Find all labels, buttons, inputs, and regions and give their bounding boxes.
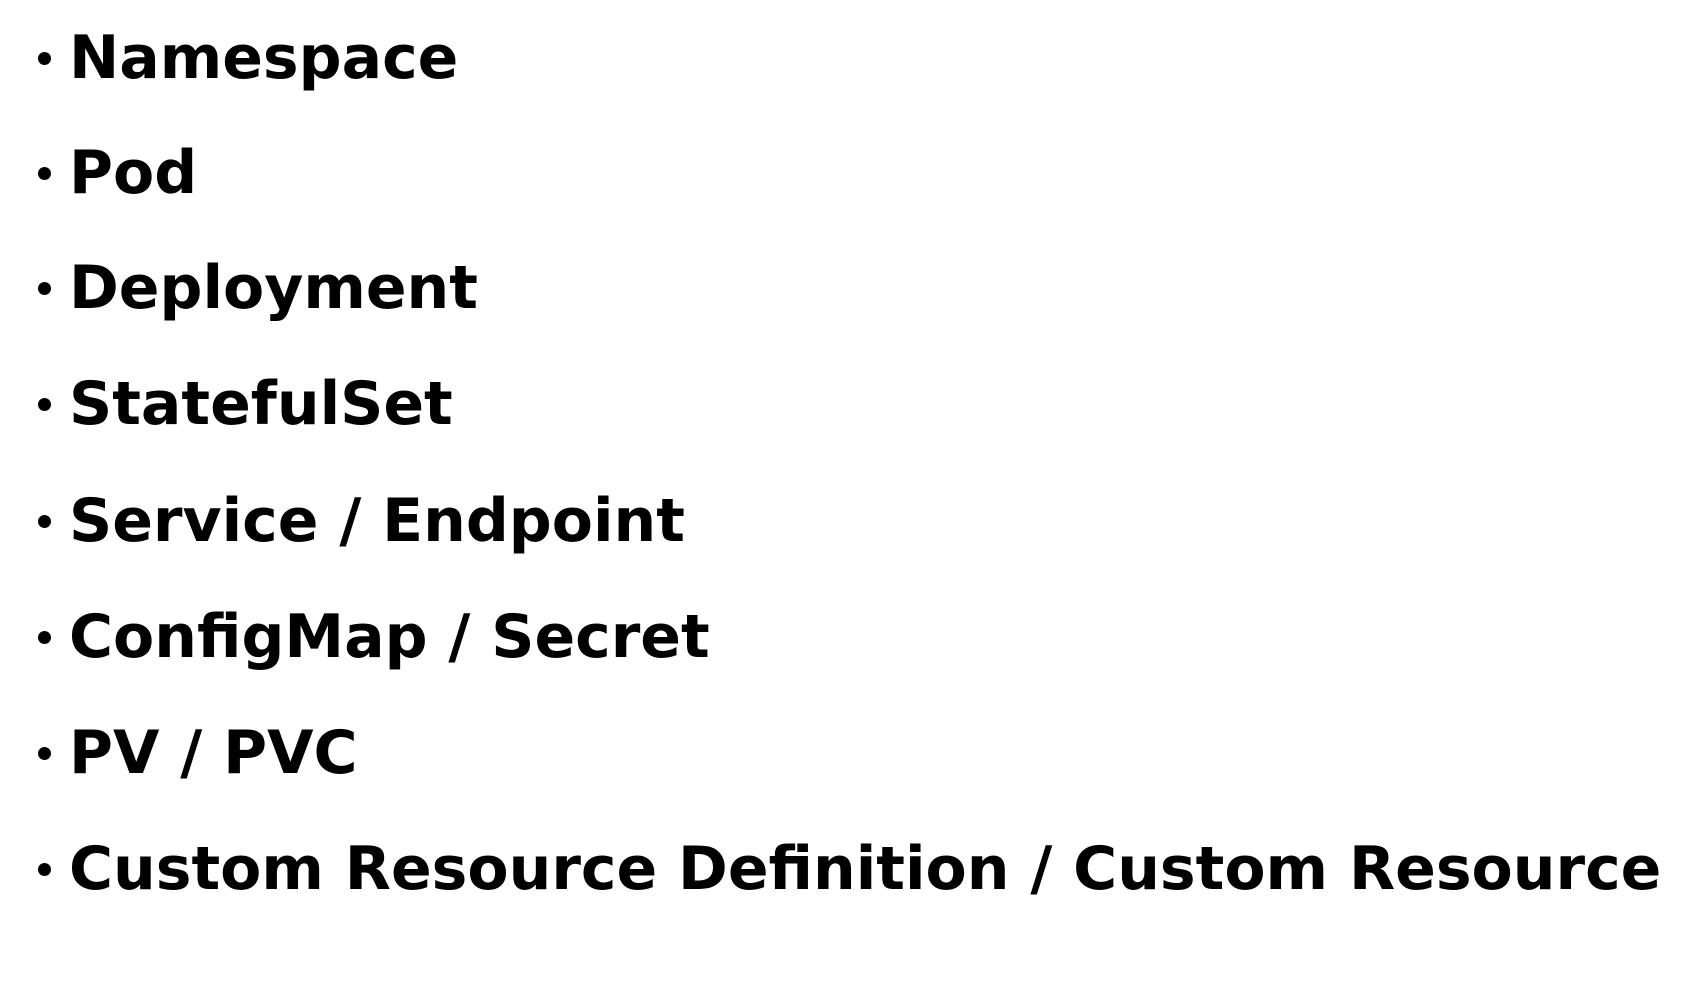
list-item-text: Service / Endpoint — [69, 486, 685, 556]
bullet-icon — [38, 281, 51, 295]
bullet-icon — [38, 630, 51, 644]
bullet-icon — [38, 746, 51, 760]
bullet-icon — [38, 166, 51, 180]
list-item: Pod — [38, 133, 197, 213]
list-item: StatefulSet — [38, 364, 453, 444]
list-item-text: PV / PVC — [69, 718, 358, 788]
bullet-icon — [38, 862, 51, 876]
list-item-text: Deployment — [69, 253, 478, 323]
bullet-icon — [38, 397, 51, 411]
list-item: Namespace — [38, 18, 458, 98]
list-item-text: Pod — [69, 138, 198, 208]
list-item-text: Namespace — [69, 23, 459, 93]
list-item-text: Custom Resource Definition / Custom Reso… — [69, 834, 1662, 904]
list-item: Custom Resource Definition / Custom Reso… — [38, 829, 1661, 909]
list-item: ConfigMap / Secret — [38, 597, 710, 677]
bullet-icon — [38, 514, 51, 528]
list-item-text: ConfigMap / Secret — [69, 602, 710, 672]
bullet-icon — [38, 51, 51, 65]
list-item: Service / Endpoint — [38, 481, 685, 561]
list-item-text: StatefulSet — [69, 369, 453, 439]
list-item: PV / PVC — [38, 713, 358, 793]
list-item: Deployment — [38, 248, 478, 328]
